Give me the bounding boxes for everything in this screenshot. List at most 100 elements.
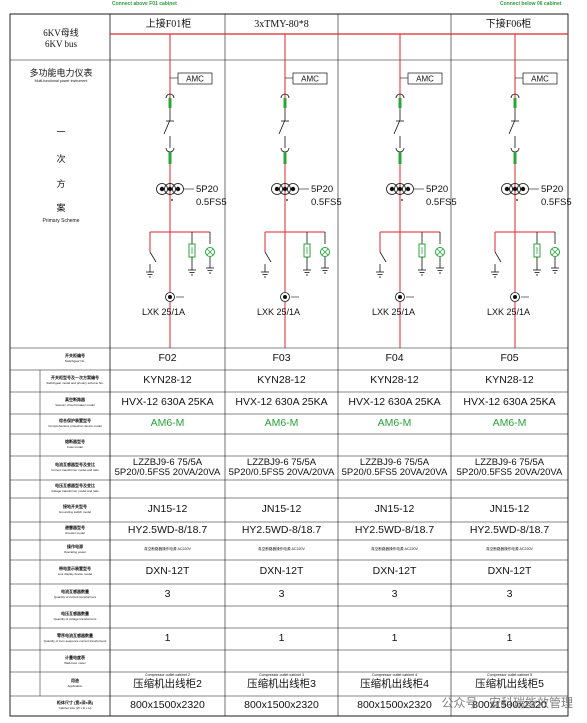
cell-value: 压缩机出线柜2 [133,678,202,690]
ct-spec-1: 5P20 [196,184,218,195]
row-label-en: Fuse model [67,444,83,449]
cell-value: KYN28-12 [257,374,306,387]
cell-value: 压缩机出线柜4 [360,678,429,690]
zero-ct-icon [395,292,405,302]
cell-value: 1 [164,632,171,645]
zero-ct-label: LXK 25/1A [487,307,530,317]
panel-title-1: 上接F01柜 [145,19,192,30]
ct-core [389,186,395,192]
plug-contact-icon [510,147,520,153]
cell-value: 1 [391,632,398,645]
cell-value: F04 [385,352,404,365]
cell-value: 压缩机出线柜5 [475,678,544,690]
ct-core [520,186,526,192]
ct-icon [517,183,529,195]
row-label: 接地开关型号 [63,504,87,509]
ground-switch-icon [264,251,272,263]
row-label-en: Grounding switch model [58,509,92,514]
cell-value: JN15-12 [261,503,302,516]
row-label-en: Switchgear No. [64,358,86,363]
table-border [9,13,569,717]
plug-green [398,152,402,164]
instrument-label-cn: 多功能电力仪表 [29,68,93,78]
ct-icon [501,183,513,195]
breaker-icon [508,119,516,135]
primary-char-1: 一 [56,127,66,137]
cell-value: DXN-12T [487,565,532,578]
ct-icon [287,183,299,195]
cell-value: DXN-12T [145,565,190,578]
ct-icon [164,183,176,195]
row-label: 零序电流互感器数量 [57,633,93,638]
cell-note: 真空断路器操作电源 AC220V [371,547,418,551]
plug-contact-icon [395,147,405,153]
amc-label: AMC [186,75,204,84]
plug-contact-icon [510,93,520,99]
cell-value: F05 [500,352,519,365]
row-label: 真空断路器 [65,397,85,402]
row-label-en: Quantity of voltage transformers [53,616,97,621]
row-label: 电压互感器数量 [61,611,89,616]
amc-label: AMC [531,75,549,84]
cell-value: HVX-12 630A 25KA [235,396,328,409]
live-display-icon [436,248,444,256]
ct-core [405,186,411,192]
zero-ct-core [168,295,172,299]
cell-value: JN15-12 [147,503,188,516]
cell-value: 3 [506,588,513,601]
cell-value: F02 [158,352,177,365]
ct-icon [402,183,414,195]
cell-value: KYN28-12 [143,374,192,387]
cell-value: AM6-M [264,417,299,430]
cell-value: 800x1500x2320 [472,699,547,712]
row-label-en: Arrester model [65,530,85,535]
ct-spec-2: 0.5FS5 [541,197,572,208]
row-label: 计量电度表 [65,655,85,660]
cell-note: Compressor outlet cabinet 5 [487,673,532,677]
breaker-icon [163,119,171,135]
amc-box [522,72,558,85]
row-label: 用途 [71,678,79,683]
zero-ct-core [513,295,517,299]
ct-icon [156,183,168,195]
cell-value: KYN28-12 [370,374,419,387]
ground-switch-icon [379,251,387,263]
cell-value: DXN-12T [372,565,417,578]
plug-green [398,98,402,108]
row-label-en: Voltage transformer model and ratio [51,488,99,493]
ct-core [175,186,181,192]
amc-label: AMC [416,75,434,84]
amc-label: AMC [301,75,319,84]
ct-core [282,186,288,192]
zero-ct-label: LXK 25/1A [142,307,185,317]
ct-spec-1: 5P20 [311,184,333,195]
ct-icon [509,183,521,195]
cell-value: HVX-12 630A 25KA [463,396,556,409]
zero-ct-icon [510,292,520,302]
cell-value: LZZBJ9-6 75/5A 5P20/0.5FS5 20VA/20VA [456,457,563,478]
cell-value: HVX-12 630A 25KA [121,396,214,409]
row-label: 避雷器型号 [65,525,85,530]
plug-contact-icon [165,147,175,153]
row-label-en: Current transformer model and ratio [51,467,99,472]
cell-value: LZZBJ9-6 75/5A 5P20/0.5FS5 20VA/20VA [228,457,335,478]
primary-char-4: 案 [56,203,66,213]
ct-spec-2: 0.5FS5 [196,197,227,208]
row-label: 操作电源 [67,544,83,549]
ct-core [274,186,280,192]
plug-green [168,152,172,164]
bus-label-cn: 6KV母线 [43,28,79,38]
plug-green [168,98,172,108]
header-note-right: Connect below 06 cabinet [500,1,562,7]
cell-value: HY2.5WD-8/18.7 [127,524,208,537]
plug-green [513,98,517,108]
cell-value: HY2.5WD-8/18.7 [354,524,435,537]
watermark: 公众号 · 安科瑞能效管理 [441,696,573,710]
zero-ct-icon [165,292,175,302]
ground-switch-icon [494,251,502,263]
row-label-en: Application [67,683,83,688]
ct-icon [394,183,406,195]
panel-title-4: 下接F06柜 [485,19,532,30]
bus-label-en: 6KV bus [44,39,78,49]
live-display-icon [206,248,214,256]
